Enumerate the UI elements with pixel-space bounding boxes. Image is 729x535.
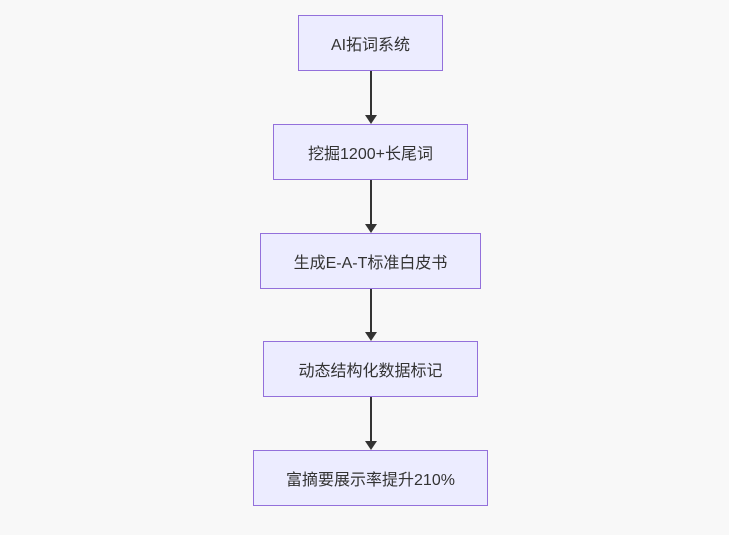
flowchart-edge xyxy=(364,180,377,233)
node-label: AI拓词系统 xyxy=(330,37,411,54)
flowchart-node-structured-data: 动态结构化数据标记 xyxy=(263,341,478,397)
flowchart-node-longtail-mining: 挖掘1200+长尾词 xyxy=(273,124,468,180)
edge-line xyxy=(369,180,372,224)
arrowhead-down-icon xyxy=(364,115,377,124)
flowchart-node-eat-whitepaper: 生成E-A-T标准白皮书 xyxy=(260,233,481,289)
edge-line xyxy=(369,397,372,441)
flowchart-node-rich-snippet-result: 富摘要展示率提升210% xyxy=(253,450,488,506)
flowchart-edge xyxy=(364,289,377,341)
flowchart-node-ai-word-system: AI拓词系统 xyxy=(298,15,443,71)
flowchart-edge xyxy=(364,397,377,450)
arrowhead-down-icon xyxy=(364,441,377,450)
arrowhead-down-icon xyxy=(364,332,377,341)
edge-line xyxy=(369,71,372,115)
node-label: 挖掘1200+长尾词 xyxy=(308,146,433,163)
node-label: 富摘要展示率提升210% xyxy=(286,472,455,489)
arrowhead-down-icon xyxy=(364,224,377,233)
node-label: 生成E-A-T标准白皮书 xyxy=(293,255,448,272)
edge-line xyxy=(369,289,372,332)
flowchart-edge xyxy=(364,71,377,124)
node-label: 动态结构化数据标记 xyxy=(298,363,443,380)
